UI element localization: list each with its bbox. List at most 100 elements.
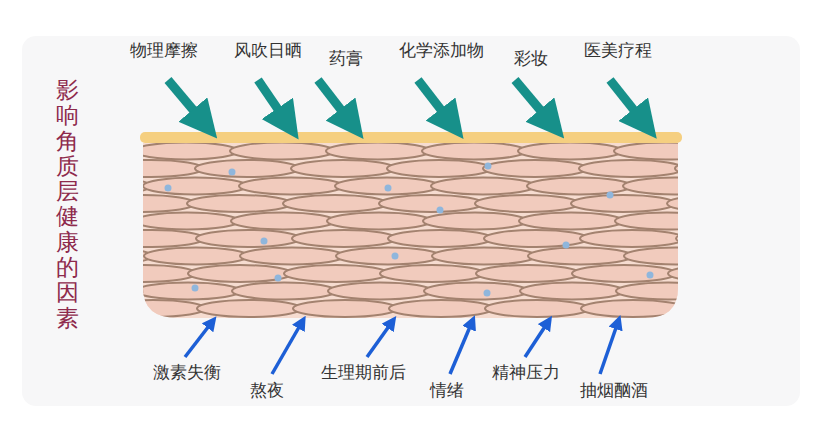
corneocyte xyxy=(431,178,535,195)
corneocyte xyxy=(424,283,528,300)
external-factor: 彩妆 xyxy=(514,48,548,68)
corneocyte xyxy=(623,178,727,195)
corneocyte xyxy=(239,178,343,195)
lipid-dot xyxy=(485,163,492,170)
corneocyte xyxy=(616,283,720,300)
lipid-dot xyxy=(437,207,444,214)
corneocyte xyxy=(614,143,718,160)
corneocyte xyxy=(380,265,484,282)
corneocyte xyxy=(571,195,675,212)
lipid-dot xyxy=(275,275,282,282)
internal-factor: 情绪 xyxy=(430,380,464,400)
corneocyte xyxy=(475,195,579,212)
corneocyte xyxy=(387,160,491,177)
corneocyte xyxy=(520,283,624,300)
corneocyte xyxy=(335,178,439,195)
corneocyte xyxy=(423,213,527,230)
corneocyte xyxy=(284,265,388,282)
internal-factor: 抽烟酗酒 xyxy=(580,380,648,400)
external-factor: 物理摩擦 xyxy=(130,40,198,60)
corneocyte xyxy=(388,230,492,247)
corneocyte xyxy=(92,265,196,282)
corneocyte xyxy=(422,143,526,160)
internal-factor: 精神压力 xyxy=(492,362,560,382)
corneocyte xyxy=(579,160,683,177)
title: 影响角质层健康的因素 xyxy=(56,78,79,331)
lipid-dot xyxy=(261,238,268,245)
internal-factor: 生理期前后 xyxy=(321,362,406,382)
lipid-dot xyxy=(392,253,399,260)
corneocyte xyxy=(326,143,430,160)
lipid-dot xyxy=(385,185,392,192)
corneocyte xyxy=(135,213,239,230)
corneocyte xyxy=(100,230,204,247)
corneocyte xyxy=(188,265,292,282)
corneocyte xyxy=(572,265,676,282)
corneocyte xyxy=(483,160,587,177)
corneocyte xyxy=(484,230,588,247)
corneocyte xyxy=(527,178,631,195)
corneocyte xyxy=(38,143,142,160)
panel xyxy=(22,36,800,406)
lipid-dot xyxy=(607,192,614,199)
corneocyte xyxy=(476,265,580,282)
surface-layer xyxy=(140,132,682,143)
corneocyte xyxy=(195,160,299,177)
corneocyte xyxy=(197,300,301,317)
corneocyte xyxy=(196,230,300,247)
corneocyte xyxy=(283,195,387,212)
corneocyte xyxy=(187,195,291,212)
corneocyte xyxy=(432,248,536,265)
corneocyte xyxy=(91,195,195,212)
corneocyte xyxy=(675,160,779,177)
corneocyte xyxy=(676,230,780,247)
corneocytes xyxy=(38,143,781,318)
lipid-dot xyxy=(563,242,570,249)
lipid-dot xyxy=(165,185,172,192)
external-factor: 药膏 xyxy=(329,48,363,68)
lipid-dot xyxy=(484,290,491,297)
corneocyte xyxy=(519,213,623,230)
corneocyte xyxy=(485,300,589,317)
corneocyte xyxy=(232,283,336,300)
corneocyte xyxy=(615,213,719,230)
corneocyte xyxy=(40,283,144,300)
corneocyte xyxy=(293,300,397,317)
corneocyte xyxy=(624,248,728,265)
external-arrows xyxy=(168,80,645,124)
corneocyte xyxy=(336,248,440,265)
corneocyte xyxy=(528,248,632,265)
external-factor: 风吹日晒 xyxy=(234,40,302,60)
corneocyte xyxy=(389,300,493,317)
corneocyte xyxy=(379,195,483,212)
corneocyte xyxy=(240,248,344,265)
lipid-dot xyxy=(229,169,236,176)
corneocyte xyxy=(328,283,432,300)
corneocyte xyxy=(581,300,685,317)
corneocyte xyxy=(143,178,247,195)
corneocyte xyxy=(99,160,203,177)
corneocyte xyxy=(144,248,248,265)
corneocyte xyxy=(667,195,771,212)
corneocyte xyxy=(136,283,240,300)
lipid-dot xyxy=(192,285,199,292)
corneocyte xyxy=(291,160,395,177)
corneocyte xyxy=(518,143,622,160)
corneocyte xyxy=(134,143,238,160)
external-factor: 化学添加物 xyxy=(399,40,484,60)
lipid-dot xyxy=(647,272,654,279)
corneocyte xyxy=(231,213,335,230)
corneocyte xyxy=(677,300,781,317)
corneocyte xyxy=(327,213,431,230)
corneocyte xyxy=(230,143,334,160)
internal-factor: 熬夜 xyxy=(250,380,284,400)
corneocyte xyxy=(580,230,684,247)
internal-factor: 激素失衡 xyxy=(153,362,221,382)
corneocyte xyxy=(101,300,205,317)
corneocyte xyxy=(39,213,143,230)
corneocyte xyxy=(668,265,772,282)
corneocyte xyxy=(292,230,396,247)
external-factor: 医美疗程 xyxy=(584,40,652,60)
